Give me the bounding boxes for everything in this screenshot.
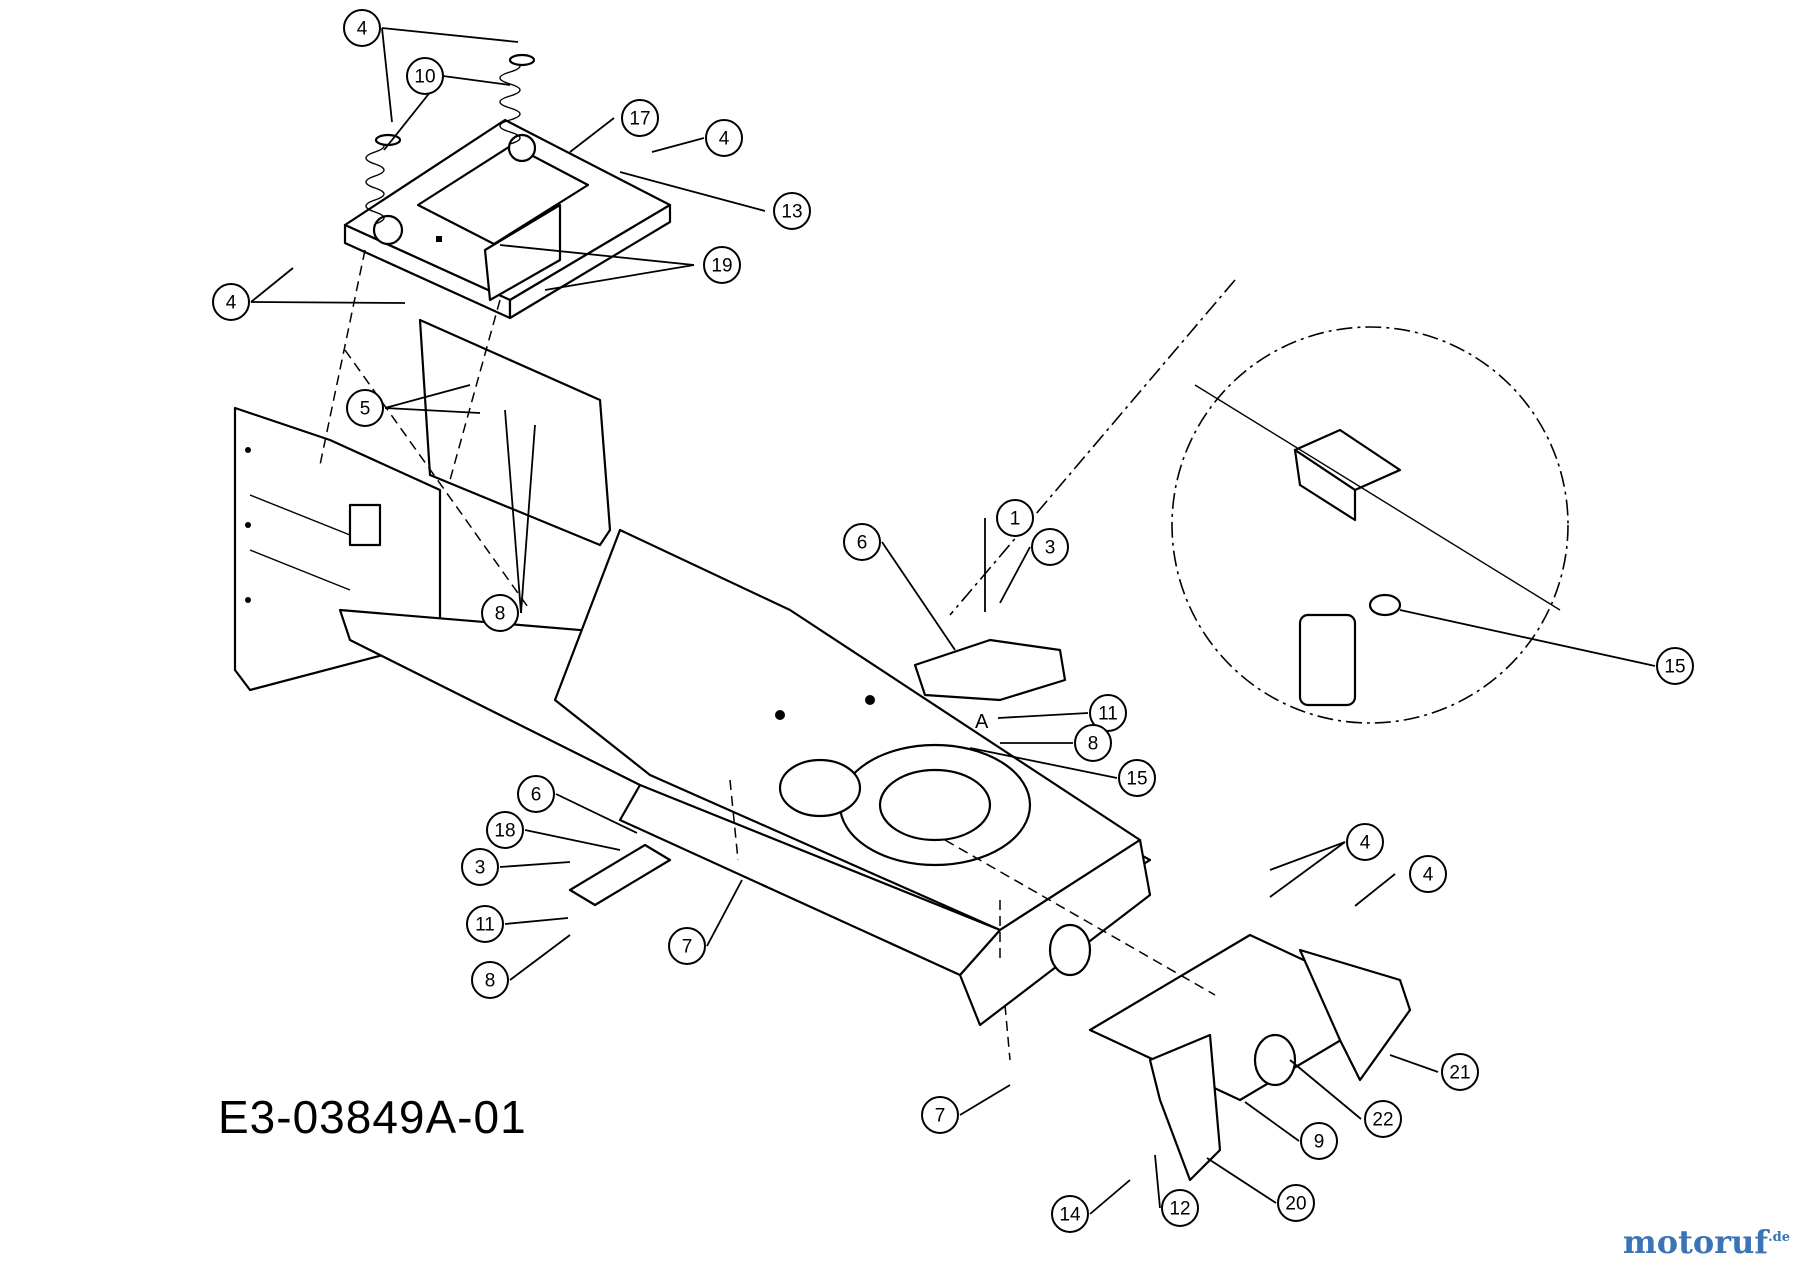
callout-label: 19: [711, 256, 732, 277]
callout-7: 7: [668, 927, 706, 965]
callout-6: 6: [843, 523, 881, 561]
callout-4: 4: [1346, 823, 1384, 861]
callout-6: 6: [517, 775, 555, 813]
callout-label: 17: [629, 109, 650, 130]
callout-label: 4: [1360, 833, 1371, 854]
callout-label: 14: [1059, 1205, 1081, 1226]
callout-5: 5: [346, 389, 384, 427]
callout-label: 6: [531, 785, 542, 806]
watermark-logo: motoruf.de: [1623, 1223, 1790, 1261]
callout-label: 4: [357, 19, 368, 40]
callout-22: 22: [1364, 1100, 1402, 1138]
callout-8: 8: [481, 594, 519, 632]
callout-label: 5: [360, 399, 371, 420]
callout-4: 4: [1409, 855, 1447, 893]
callout-1: 1: [996, 499, 1034, 537]
callout-layer: 4 10 17 4 13 19 4 5 8 1 6 3 11 8 15 15 6 18 3 11 8 7 4 4 7 21 22 9 2…: [212, 9, 1694, 1233]
callout-8: 8: [1074, 724, 1112, 762]
callout-label: 3: [1045, 538, 1056, 559]
callout-13: 13: [773, 192, 811, 230]
detail-marker-a: A: [975, 711, 989, 733]
callout-label: 15: [1664, 657, 1685, 678]
bracket-right: [913, 638, 1067, 702]
callout-label: 11: [475, 915, 495, 936]
callout-8: 8: [471, 961, 509, 999]
callout-label: 7: [682, 937, 693, 958]
callout-7: 7: [921, 1096, 959, 1134]
watermark-text: motoruf: [1622, 1223, 1769, 1261]
callout-label: 7: [935, 1106, 946, 1127]
callout-label: 3: [475, 858, 486, 879]
spring-right: [499, 53, 536, 145]
callout-label: 21: [1449, 1063, 1470, 1084]
callout-21: 21: [1441, 1053, 1479, 1091]
bracket-left: [568, 843, 672, 907]
callout-11: 11: [466, 905, 504, 943]
callout-15: 15: [1118, 759, 1156, 797]
callout-4: 4: [705, 119, 743, 157]
callout-label: 8: [495, 604, 506, 625]
callout-20: 20: [1277, 1184, 1315, 1222]
callout-14: 14: [1051, 1195, 1089, 1233]
callout-label: 8: [485, 971, 496, 992]
detail-view-a: [1171, 326, 1569, 724]
callout-4: 4: [343, 9, 381, 47]
callout-label: 13: [781, 202, 802, 223]
callout-label: 22: [1372, 1110, 1393, 1131]
callout-11: 11: [1089, 694, 1127, 732]
callout-label: 4: [226, 293, 237, 314]
drawing-code: E3-03849A-01: [218, 1091, 527, 1143]
callout-15: 15: [1656, 647, 1694, 685]
leader-lines: [250, 27, 1656, 1215]
callout-10: 10: [406, 57, 444, 95]
callout-3: 3: [461, 848, 499, 886]
callout-label: 10: [414, 67, 435, 88]
callout-9: 9: [1300, 1122, 1338, 1160]
callout-label: 20: [1285, 1194, 1306, 1215]
callout-label: 12: [1169, 1199, 1190, 1220]
callout-3: 3: [1031, 528, 1069, 566]
callout-label: 6: [857, 533, 868, 554]
callout-label: 11: [1098, 704, 1118, 725]
callout-17: 17: [621, 99, 659, 137]
callout-label: 4: [719, 129, 730, 150]
callout-label: 15: [1126, 769, 1147, 790]
seat-plate: [343, 118, 672, 320]
watermark-suffix: .de: [1768, 1230, 1790, 1245]
callout-label: 4: [1423, 865, 1434, 886]
callout-19: 19: [703, 246, 741, 284]
callout-12: 12: [1161, 1189, 1199, 1227]
callout-label: 1: [1010, 509, 1021, 530]
callout-label: 8: [1088, 734, 1099, 755]
callout-label: 9: [1314, 1132, 1325, 1153]
front-axle-bracket: [1088, 933, 1412, 1182]
main-frame: [338, 528, 1152, 1027]
callout-4: 4: [212, 283, 250, 321]
callout-label: 18: [494, 821, 515, 842]
callout-18: 18: [486, 811, 524, 849]
